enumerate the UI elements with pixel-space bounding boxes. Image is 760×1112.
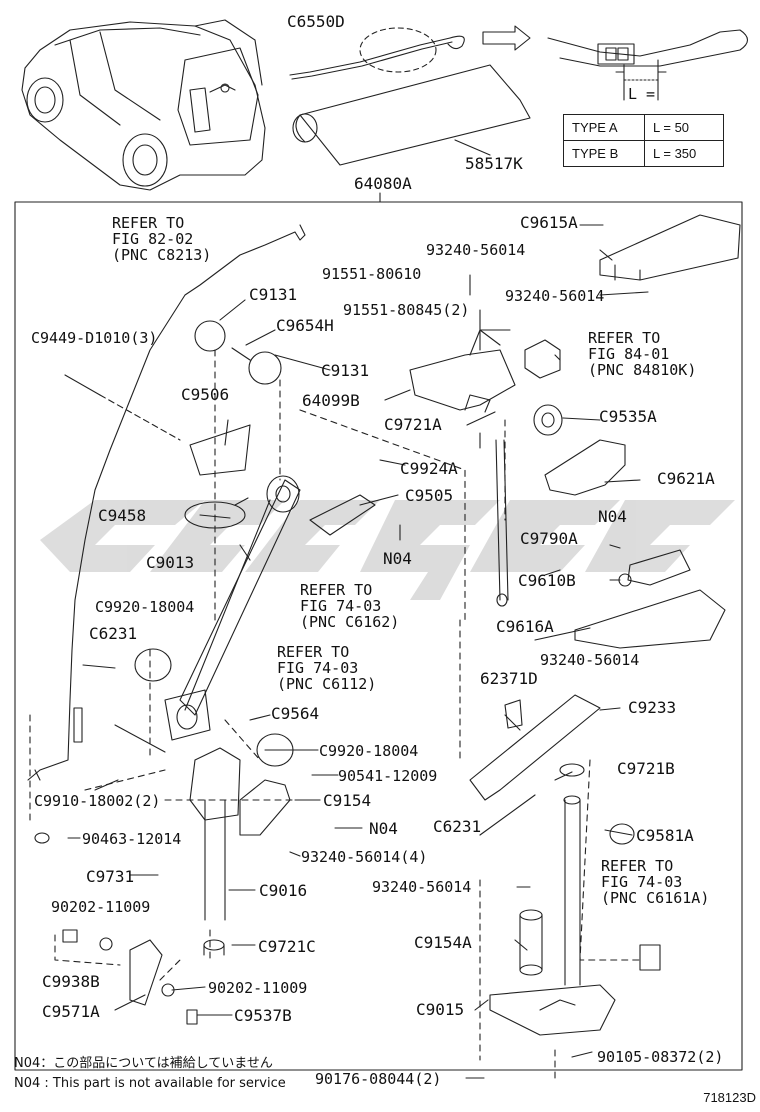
label-93240-56014-top: 93240-56014 xyxy=(426,241,526,259)
document-id: 718123D xyxy=(703,1090,756,1105)
refer-note-fig84: REFER TO FIG 84-01 (PNC 84810K) xyxy=(588,329,697,379)
label-90202-11009-lower: 90202-11009 xyxy=(208,979,308,997)
label-c9790a: C9790A xyxy=(520,529,578,548)
label-64080a: 64080A xyxy=(354,174,412,193)
label-c9016: C9016 xyxy=(259,881,308,900)
label-n04-middle: N04 xyxy=(383,549,412,568)
label-90176-08044: 90176-08044(2) xyxy=(315,1070,442,1088)
label-c9910: C9910-18002(2) xyxy=(34,792,161,810)
label-c9571a: C9571A xyxy=(42,1002,100,1021)
label-c9938b: C9938B xyxy=(42,972,100,991)
label-c9449: C9449-D1010(3) xyxy=(31,329,158,347)
label-c9233: C9233 xyxy=(628,698,677,717)
label-91551-80610: 91551-80610 xyxy=(322,265,422,283)
label-c9610b: C9610B xyxy=(518,571,576,590)
table-cell-length: L = 350 xyxy=(644,140,724,167)
label-90202-11009-upper: 90202-11009 xyxy=(51,898,151,916)
label-c9564: C9564 xyxy=(271,704,320,723)
label-c9920-18004-upper: C9920-18004 xyxy=(95,598,195,616)
label-58517k: 58517K xyxy=(465,154,523,173)
label-c9506: C9506 xyxy=(181,385,230,404)
label-n04-lower: N04 xyxy=(369,819,398,838)
label-90463-12014: 90463-12014 xyxy=(82,830,182,848)
refer-note-fig74-c6112: REFER TO FIG 74-03 (PNC C6112) xyxy=(277,643,377,693)
table-row: TYPE B L = 350 xyxy=(563,140,724,167)
label-90105-08372: 90105-08372(2) xyxy=(597,1048,724,1066)
label-c9920-18004-lower: C9920-18004 xyxy=(319,742,419,760)
label-c9537b: C9537B xyxy=(234,1006,292,1025)
vehicle-sketch xyxy=(21,19,266,191)
label-c6231-left: C6231 xyxy=(89,624,138,643)
label-93240-56014-post: 93240-56014 xyxy=(372,878,472,896)
label-62371d: 62371D xyxy=(480,669,538,688)
footnote-japanese: N04：この部品については補給していません xyxy=(14,1056,273,1071)
label-c9924a: C9924A xyxy=(400,459,458,478)
refer-note-fig82: REFER TO FIG 82-02 (PNC C8213) xyxy=(112,214,212,264)
label-c9581a: C9581A xyxy=(636,826,694,845)
label-c9015: C9015 xyxy=(416,1000,465,1019)
label-c9616a: C9616A xyxy=(496,617,554,636)
label-c6231-right: C6231 xyxy=(433,817,482,836)
table-cell-type: TYPE A xyxy=(563,114,645,141)
label-c9535a: C9535A xyxy=(599,407,657,426)
label-c6550d: C6550D xyxy=(287,12,345,31)
label-93240-56014-right: 93240-56014 xyxy=(505,287,605,305)
label-c9615a: C9615A xyxy=(520,213,578,232)
label-c9731: C9731 xyxy=(86,867,135,886)
label-93240-56014-tray: 93240-56014 xyxy=(540,651,640,669)
refer-note-fig74-c6161a: REFER TO FIG 74-03 (PNC C6161A) xyxy=(601,857,710,907)
label-c9505: C9505 xyxy=(405,486,454,505)
table-cell-length: L = 50 xyxy=(644,114,724,141)
footnote-english: N04 : This part is not available for ser… xyxy=(14,1076,286,1091)
label-c9621a: C9621A xyxy=(657,469,715,488)
label-c9721a: C9721A xyxy=(384,415,442,434)
label-c9131-lower: C9131 xyxy=(321,361,370,380)
refer-note-fig74-c6162: REFER TO FIG 74-03 (PNC C6162) xyxy=(300,581,400,631)
label-90541-12009: 90541-12009 xyxy=(338,767,438,785)
label-c9721c: C9721C xyxy=(258,937,316,956)
label-c9154: C9154 xyxy=(323,791,372,810)
label-c9721b: C9721B xyxy=(617,759,675,778)
table-cell-type: TYPE B xyxy=(563,140,645,167)
label-n04-right: N04 xyxy=(598,507,627,526)
label-c9654h: C9654H xyxy=(276,316,334,335)
watermark-logo xyxy=(40,500,735,600)
label-c9154a: C9154A xyxy=(414,933,472,952)
table-row: TYPE A L = 50 xyxy=(563,114,724,141)
label-c9458: C9458 xyxy=(98,506,147,525)
label-64099b: 64099B xyxy=(302,391,360,410)
length-marker: L = xyxy=(628,85,656,103)
label-91551-80845: 91551-80845(2) xyxy=(343,301,470,319)
type-length-table: TYPE A L = 50 TYPE B L = 350 xyxy=(563,114,724,167)
label-c9013: C9013 xyxy=(146,553,195,572)
label-c9131-upper: C9131 xyxy=(249,285,298,304)
label-93240-56014-4: 93240-56014(4) xyxy=(301,848,428,866)
